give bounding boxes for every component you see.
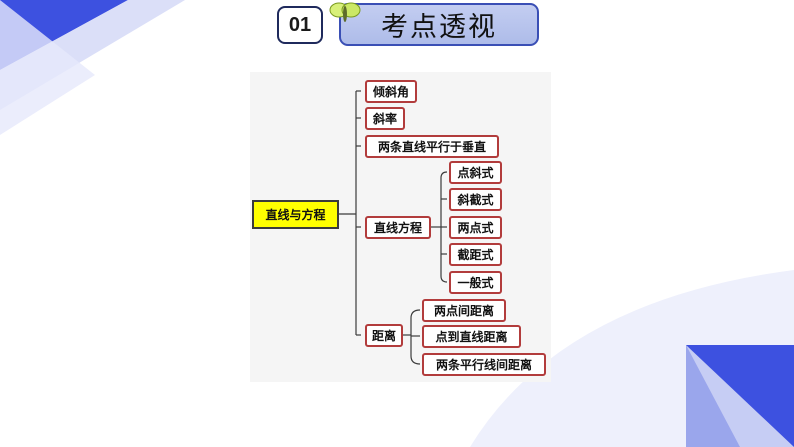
butterfly-icon bbox=[329, 2, 361, 22]
node-distance: 距离 bbox=[365, 324, 403, 347]
root-node: 直线与方程 bbox=[252, 200, 339, 229]
node-incline-angle: 倾斜角 bbox=[365, 80, 417, 103]
node-point-slope: 点斜式 bbox=[449, 161, 502, 184]
node-intercept-form: 截距式 bbox=[449, 243, 502, 266]
node-parallel-lines-distance: 两条平行线间距离 bbox=[422, 353, 546, 376]
node-two-point: 两点式 bbox=[449, 216, 502, 239]
left-light-triangle bbox=[0, 0, 95, 135]
node-point-line-distance: 点到直线距离 bbox=[422, 325, 521, 348]
node-line-equation: 直线方程 bbox=[365, 216, 431, 239]
node-slope: 斜率 bbox=[365, 107, 405, 130]
bottom-right-blue-triangle bbox=[686, 345, 794, 447]
node-parallel-perpendicular: 两条直线平行于垂直 bbox=[365, 135, 499, 158]
connector-distance-trunk bbox=[410, 309, 421, 365]
section-title-banner: 考点透视 bbox=[339, 3, 539, 46]
bottom-right-mid-triangle bbox=[686, 345, 740, 447]
section-number-badge: 01 bbox=[277, 6, 323, 44]
node-two-point-distance: 两点间距离 bbox=[422, 299, 506, 322]
node-slope-intercept: 斜截式 bbox=[449, 188, 502, 211]
node-general-form: 一般式 bbox=[449, 271, 502, 294]
